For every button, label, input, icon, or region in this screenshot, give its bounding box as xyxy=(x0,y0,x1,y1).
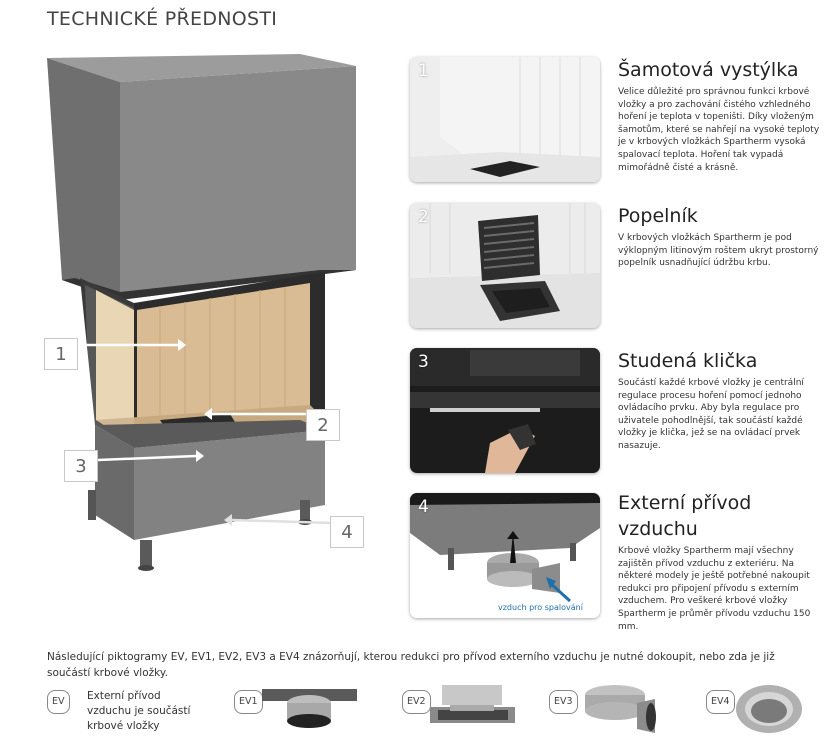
feature-text: Krbové vložky Spartherm mají všechny zaj… xyxy=(618,546,811,632)
feature-text: Velice důležité pro správnou funkci krbo… xyxy=(618,87,820,173)
pictogram-ev3: EV3 xyxy=(549,685,656,733)
feature-image-cold-handle: 3 xyxy=(410,348,600,473)
page-title: TECHNICKÉ PŘEDNOSTI xyxy=(47,8,278,30)
image-caption: vzduch pro spalování xyxy=(498,603,583,612)
pictogram-ev4: EV4 xyxy=(706,685,802,733)
feature-text: V krbových vložkách Spartherm je pod výk… xyxy=(618,233,819,269)
callout-4: 4 xyxy=(330,516,364,548)
pictogram-ev2: EV2 xyxy=(402,685,515,723)
callout-1: 1 xyxy=(44,338,78,370)
pictogram-description: Následující piktogramy EV, EV1, EV2, EV3… xyxy=(47,651,775,679)
feature-ash-pan: Popelník V krbových vložkách Spartherm j… xyxy=(618,203,828,270)
feature-image-external-air: 4 vzduch pro spalování xyxy=(410,493,600,618)
pictogram-label: EV4 xyxy=(706,690,735,714)
pictogram-label: EV3 xyxy=(549,690,578,714)
feature-text: Součástí každé krbové vložky je centráln… xyxy=(618,378,804,451)
adapter-ev3-icon xyxy=(585,685,656,733)
feature-image-ash-pan: 2 xyxy=(410,203,600,328)
callout-2: 2 xyxy=(306,409,340,441)
feature-title: Šamotová vystýlka xyxy=(618,59,799,81)
feature-image-chamotte: 1 xyxy=(410,57,600,182)
feature-number: 2 xyxy=(418,207,429,227)
feature-external-air: Externí přívod vzduchu Krbové vložky Spa… xyxy=(618,490,828,633)
adapter-ev1-icon xyxy=(262,689,357,728)
pictogram-label: EV xyxy=(47,690,70,714)
feature-cold-handle: Studená klička Součástí každé krbové vlo… xyxy=(618,348,828,453)
feature-number: 4 xyxy=(418,497,429,517)
adapter-ev4-icon xyxy=(736,685,802,733)
feature-title: Studená klička xyxy=(618,350,758,372)
pictogram-ev1: EV1 xyxy=(234,689,357,728)
fireplace-illustration xyxy=(47,54,356,571)
pictogram-label: EV2 xyxy=(402,690,431,714)
feature-number: 1 xyxy=(418,61,429,81)
feature-title: Externí přívod vzduchu xyxy=(618,492,752,540)
feature-chamotte: Šamotová vystýlka Velice důležité pro sp… xyxy=(618,57,828,174)
feature-number: 3 xyxy=(418,352,429,372)
feature-title: Popelník xyxy=(618,205,698,227)
callout-3: 3 xyxy=(64,450,98,482)
pictogram-ev: EV xyxy=(47,689,70,719)
pictogram-ev-text: Externí přívod vzduchu je součástí krbov… xyxy=(87,690,191,732)
pictogram-label: EV1 xyxy=(234,690,263,714)
adapter-ev2-icon xyxy=(430,685,515,723)
